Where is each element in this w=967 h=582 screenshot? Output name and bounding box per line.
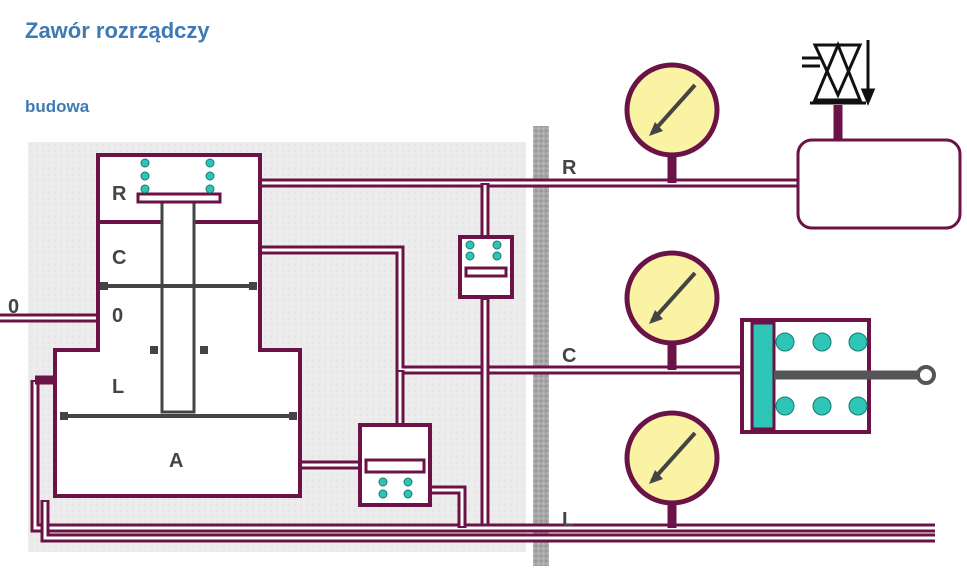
line-c-label: C [562, 345, 576, 367]
chamber-c-label: C [112, 247, 126, 269]
line-r-label: R [562, 157, 577, 179]
cylinder-piston [750, 321, 776, 431]
chamber-0-label: 0 [112, 305, 123, 327]
handbrake-valve-icon [802, 40, 876, 106]
page-subtitle: budowa [25, 97, 90, 116]
chamber-l-label: L [112, 376, 124, 398]
pressure-gauge-c [624, 250, 720, 346]
partition-wall [533, 126, 549, 566]
page-title: Zawór rozrządczy [25, 18, 210, 43]
piston-stem [160, 198, 196, 414]
pipe-network [0, 105, 935, 543]
port-0-label: 0 [8, 296, 19, 318]
check-valve-upper [458, 235, 514, 299]
chamber-r-label: R [112, 183, 127, 205]
upper-piston [136, 192, 222, 204]
main-valve-body [53, 153, 302, 498]
brake-cylinder [740, 318, 936, 434]
pressure-gauge-r [624, 62, 720, 158]
auxiliary-reservoir [796, 138, 962, 230]
chamber-a-label: A [169, 450, 183, 472]
line-l-label: L [562, 509, 574, 531]
check-valve-lower [358, 423, 432, 507]
pressure-gauge-l [624, 410, 720, 506]
